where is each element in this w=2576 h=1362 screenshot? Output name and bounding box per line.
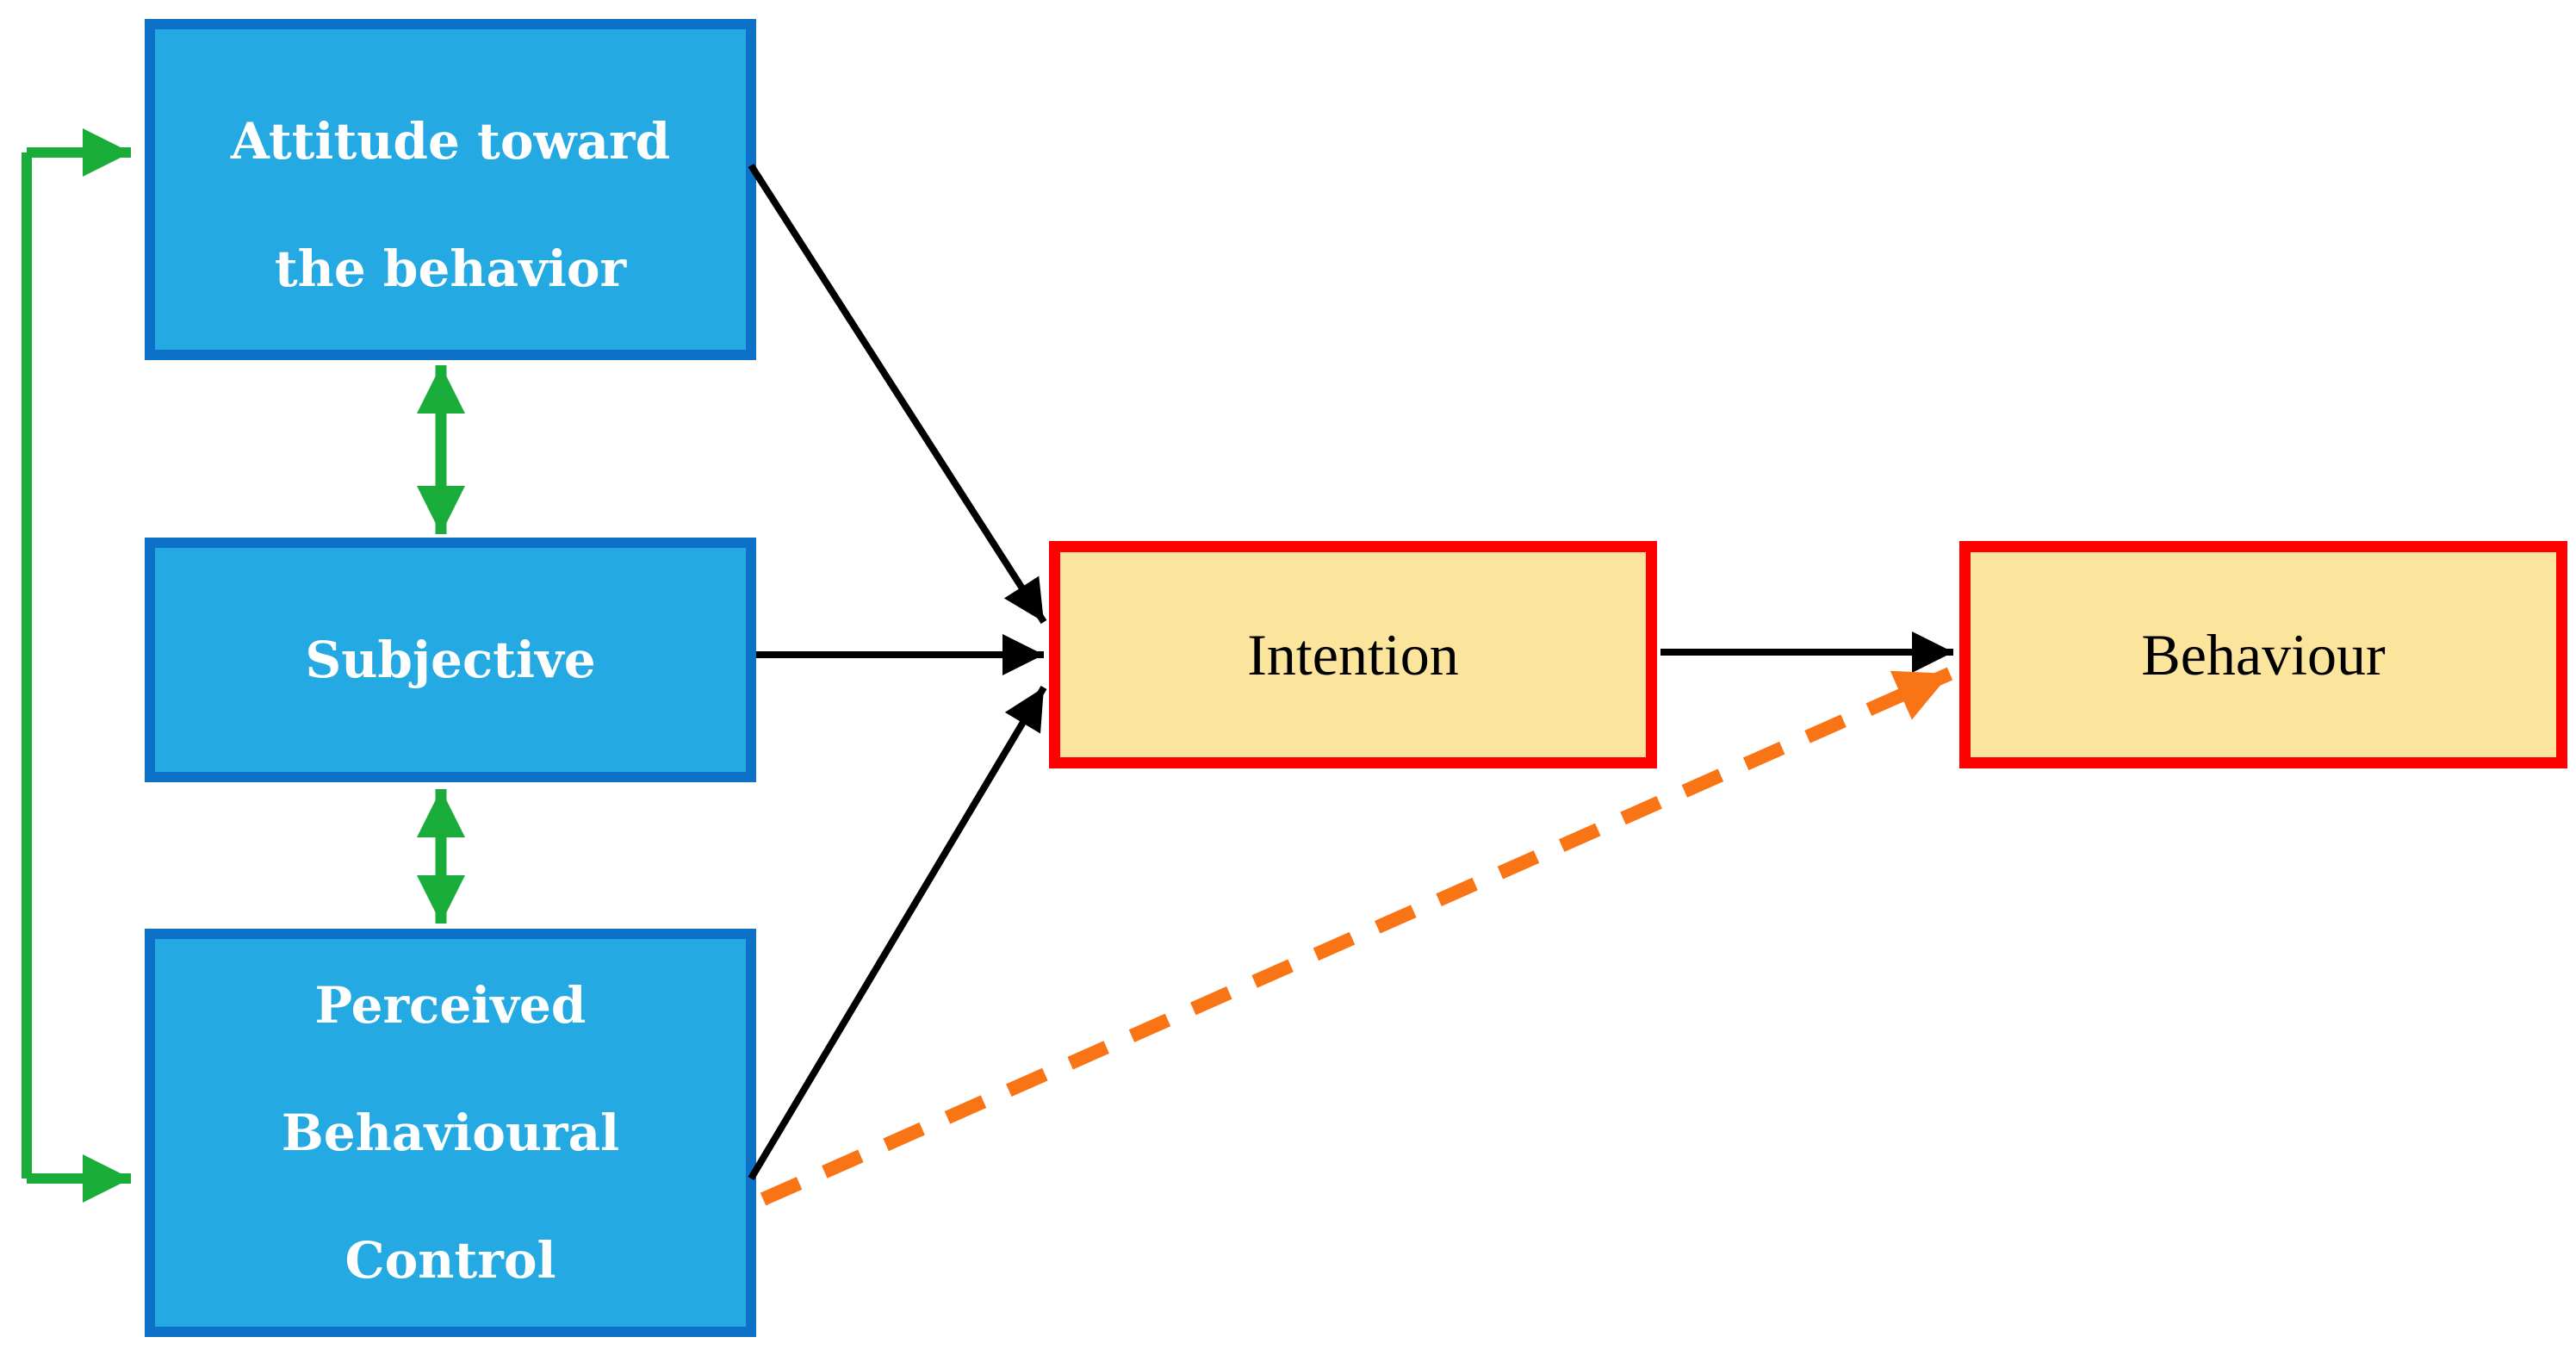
attitude-label: Attitude toward the behavior — [230, 112, 671, 298]
node-subjective: Subjective — [145, 538, 756, 782]
behaviour-label: Behaviour — [2141, 622, 2386, 687]
connector-attitude-to-intention — [748, 163, 1047, 625]
subjective-label: Subjective — [305, 631, 596, 689]
node-behaviour: Behaviour — [1959, 541, 2567, 768]
connector-pbc-to-intention — [748, 685, 1047, 1181]
intention-label: Intention — [1247, 622, 1459, 687]
node-perceived-behavioural-control: Perceived Behavioural Control — [145, 929, 756, 1337]
node-intention: Intention — [1049, 541, 1657, 768]
pbc-label: Perceived Behavioural Control — [281, 976, 620, 1290]
node-attitude-toward-behavior: Attitude toward the behavior — [145, 19, 756, 360]
